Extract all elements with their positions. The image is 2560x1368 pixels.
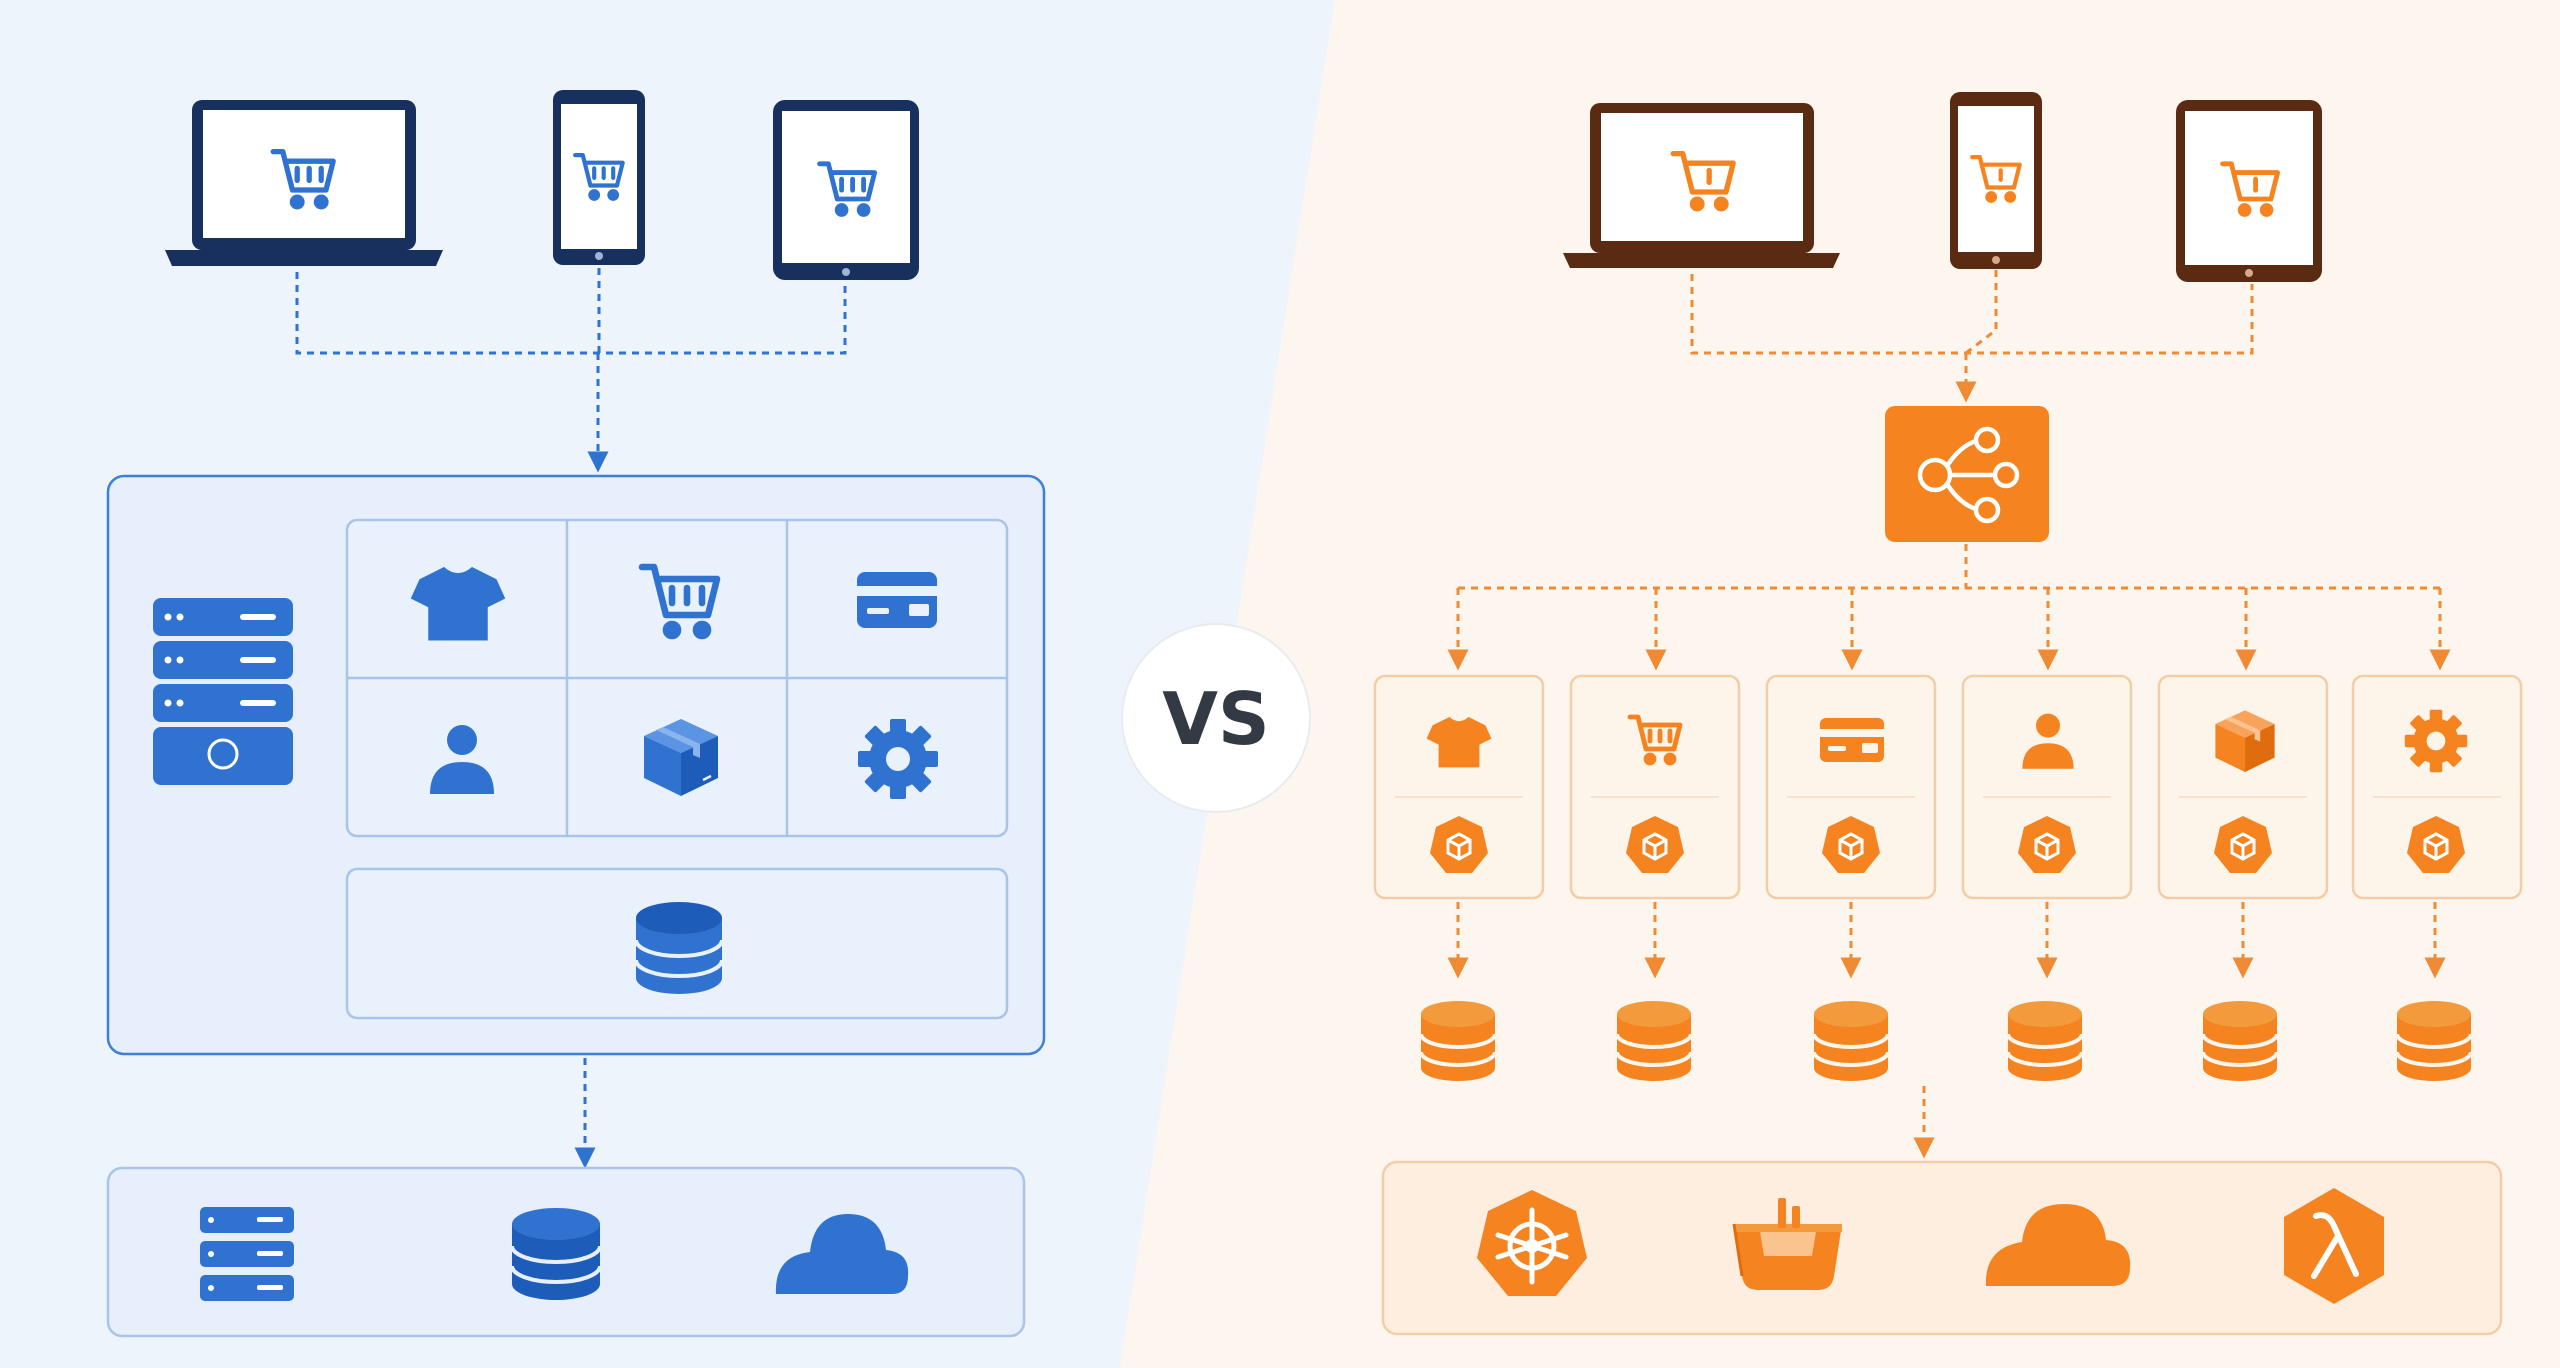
database-icon: [1615, 1001, 1693, 1081]
phone-device: [1950, 92, 2042, 269]
container-cube-icon: [2214, 816, 2272, 873]
phone-device: [553, 90, 645, 265]
shopping-cart-icon: [1970, 155, 2022, 203]
container-cube-icon: [1430, 816, 1488, 873]
container-cube-icon: [1822, 816, 1880, 873]
shopping-cart-icon: [573, 153, 625, 201]
user-icon: [430, 725, 494, 794]
module-grid: [345, 518, 1009, 838]
cloud-icon: [775, 1214, 909, 1294]
microservices-diagram: [1373, 92, 2523, 1336]
database-icon: [1419, 1001, 1497, 1081]
package-box-icon: [644, 719, 718, 796]
container-cube-icon: [2407, 816, 2465, 873]
tablet-device: [2176, 100, 2322, 282]
api-gateway: [1885, 406, 2049, 542]
shopping-cart-icon: [2220, 161, 2281, 217]
gear-icon: [2404, 709, 2468, 773]
database-icon: [2201, 1001, 2279, 1081]
shopping-cart-icon: [270, 148, 336, 210]
monolith-diagram: [106, 90, 1046, 1338]
t-shirt-icon: [410, 567, 506, 641]
vs-label: VS: [1162, 677, 1270, 761]
lambda-icon: [2284, 1188, 2384, 1304]
shopping-cart-icon: [638, 563, 721, 640]
t-shirt-icon: [1426, 717, 1492, 768]
credit-card-icon: [1820, 718, 1884, 762]
device-connectors: [295, 268, 847, 473]
credit-card-icon: [857, 572, 937, 628]
gear-icon: [858, 719, 938, 799]
service-card: [1373, 674, 1545, 900]
service-card: [2157, 674, 2329, 900]
container-cube-icon: [2018, 816, 2076, 873]
service-card: [1765, 674, 1937, 900]
service-card: [2351, 674, 2523, 900]
microservices-infrastructure-panel: [1381, 1160, 2503, 1336]
user-icon: [2022, 713, 2074, 769]
package-box-icon: [2215, 710, 2275, 772]
server-icon: [200, 1207, 294, 1301]
device-connectors: [1690, 270, 2254, 403]
shopping-cart-icon: [1627, 714, 1683, 766]
service-card: [1961, 674, 2133, 900]
kubernetes-helm-icon: [1477, 1190, 1587, 1296]
container-cube-icon: [1626, 816, 1684, 873]
database-icon: [2395, 1001, 2473, 1081]
database-icon: [634, 902, 724, 994]
tablet-device: [773, 100, 919, 280]
storage-bucket-icon: [1732, 1198, 1842, 1290]
vs-badge: VS: [1121, 623, 1311, 813]
shopping-cart-icon: [1670, 150, 1736, 212]
database-icon: [1812, 1001, 1890, 1081]
service-card: [1569, 674, 1741, 900]
database-icon: [2006, 1001, 2084, 1081]
share-network-icon: [1917, 426, 2020, 524]
server-rack-icon: [153, 598, 293, 785]
laptop-device: [1563, 103, 1840, 268]
laptop-device: [165, 100, 443, 266]
database-connectors: [1447, 902, 2446, 979]
cloud-icon: [1985, 1204, 2131, 1286]
shopping-cart-icon: [817, 161, 878, 217]
database-icon: [510, 1208, 602, 1300]
